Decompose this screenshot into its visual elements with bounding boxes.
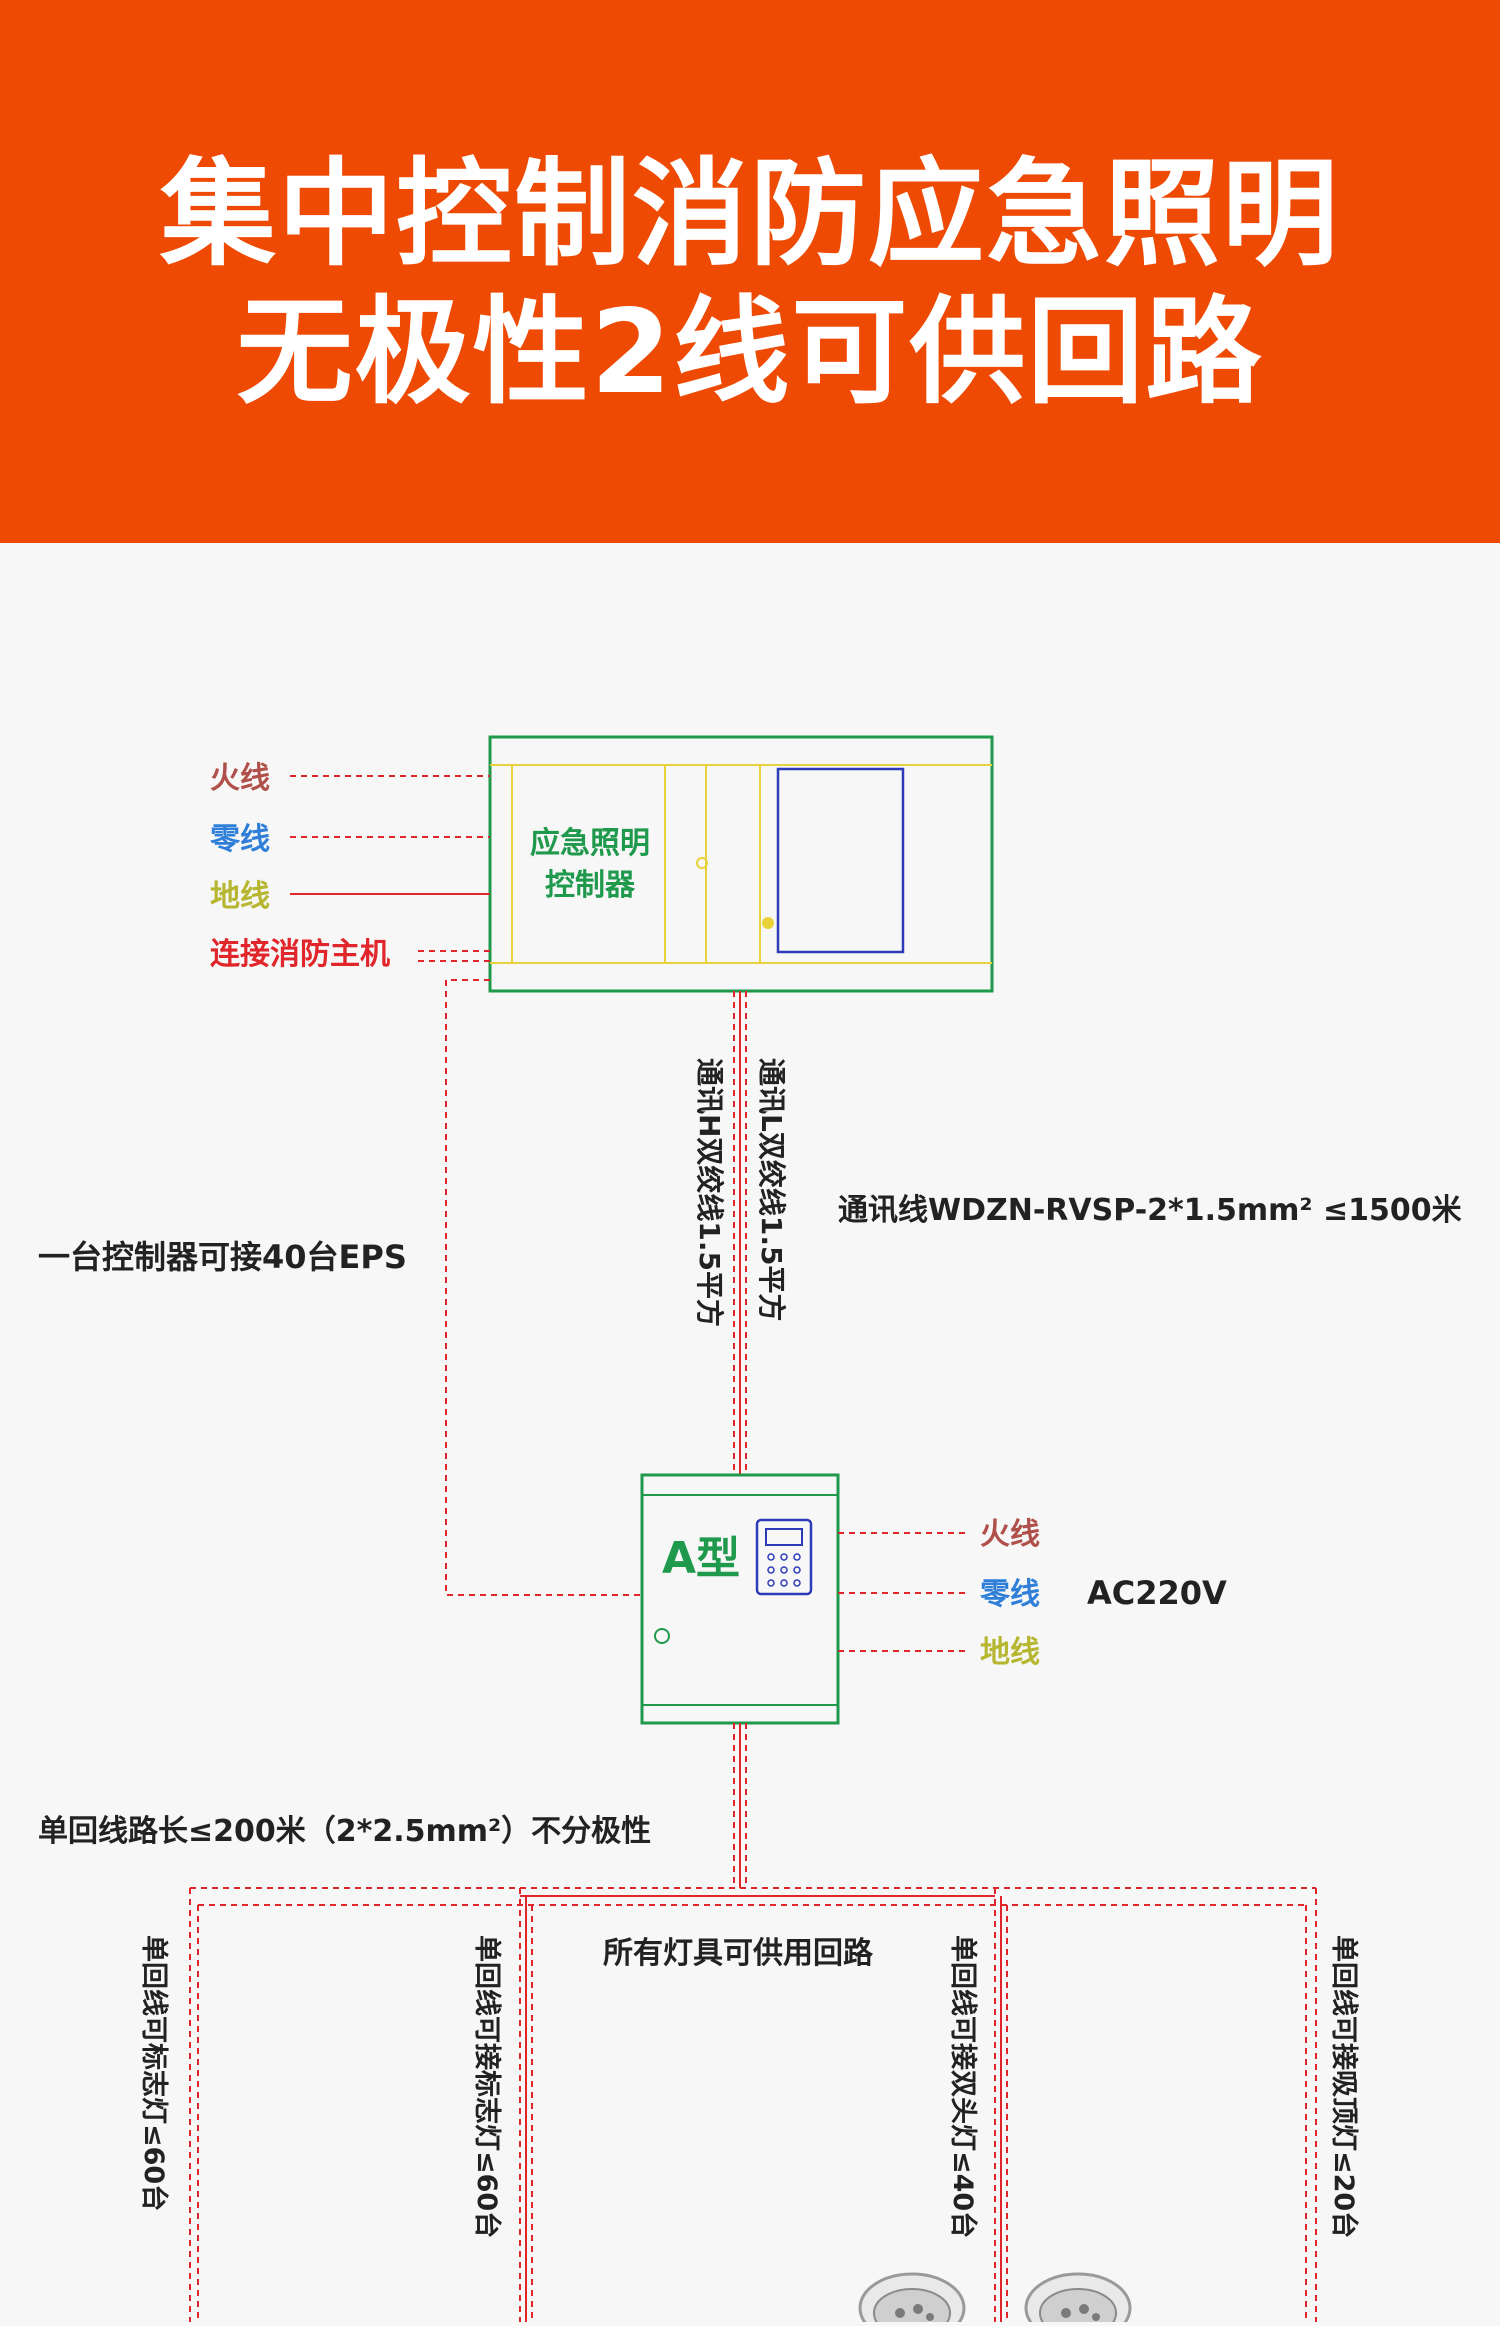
eps-box: A型: [640, 1473, 840, 1725]
controller-cabinet: 应急照明 控制器: [488, 735, 994, 993]
shared-loop-note: 所有灯具可供用回路: [603, 1936, 874, 1971]
controller-label-line1: 应急照明: [530, 826, 650, 861]
eps-input-wires: [838, 1532, 968, 1652]
label-neutral-right: 零线: [980, 1577, 1040, 1612]
branch-label-4: 单回线可接吸顶灯≤20台: [1328, 1935, 1360, 2238]
comm-l-label: 通讯L双绞线1.5平方: [755, 1058, 788, 1321]
eps-type-label: A型: [662, 1533, 740, 1584]
controller-door-panel: [776, 767, 905, 954]
eps-link-wire: [445, 979, 642, 1596]
controller-label-line2: 控制器: [545, 868, 636, 903]
ceiling-lamp-icon: [1024, 2272, 1132, 2326]
comm-twisted-pair: [733, 991, 747, 1475]
branch-label-1: 单回线可标志灯≤60台: [138, 1935, 170, 2211]
branch-label-3: 单回线可接双头灯≤40台: [947, 1935, 979, 2238]
title-line-1: 集中控制消防应急照明: [160, 147, 1340, 282]
branch-label-2: 单回线可接标志灯≤60台: [471, 1935, 503, 2238]
label-ground-right: 地线: [980, 1635, 1040, 1670]
label-neutral-left: 零线: [210, 822, 270, 857]
label-fire-host: 连接消防主机: [210, 937, 390, 972]
label-voltage: AC220V: [1087, 1574, 1227, 1612]
controller-input-wires: [290, 775, 490, 962]
distribution-bus: [189, 1887, 1317, 2322]
note-eps-capacity: 一台控制器可接40台EPS: [38, 1238, 407, 1276]
loop-length-note: 单回线路长≤200米（2*2.5mm²）不分极性: [38, 1814, 651, 1849]
comm-spec-label: 通讯线WDZN-RVSP-2*1.5mm² ≤1500米: [838, 1193, 1462, 1228]
output-loop-trunk: [733, 1723, 747, 1888]
label-live-left: 火线: [210, 761, 270, 796]
wiring-diagram: 应急照明 控制器 火线 零线 地线 连接消防主机 一台控制器可接40台EPS 通…: [0, 543, 1500, 2326]
title-line-2: 无极性2线可供回路: [236, 285, 1264, 420]
header-banner: 集中控制消防应急照明 无极性2线可供回路: [0, 0, 1500, 543]
ceiling-lamp-icon: [858, 2272, 966, 2326]
comm-h-label: 通讯H双绞线1.5平方: [693, 1058, 726, 1327]
keypad-icon: [755, 1518, 813, 1596]
label-live-right: 火线: [980, 1517, 1040, 1552]
label-ground-left: 地线: [210, 879, 270, 914]
